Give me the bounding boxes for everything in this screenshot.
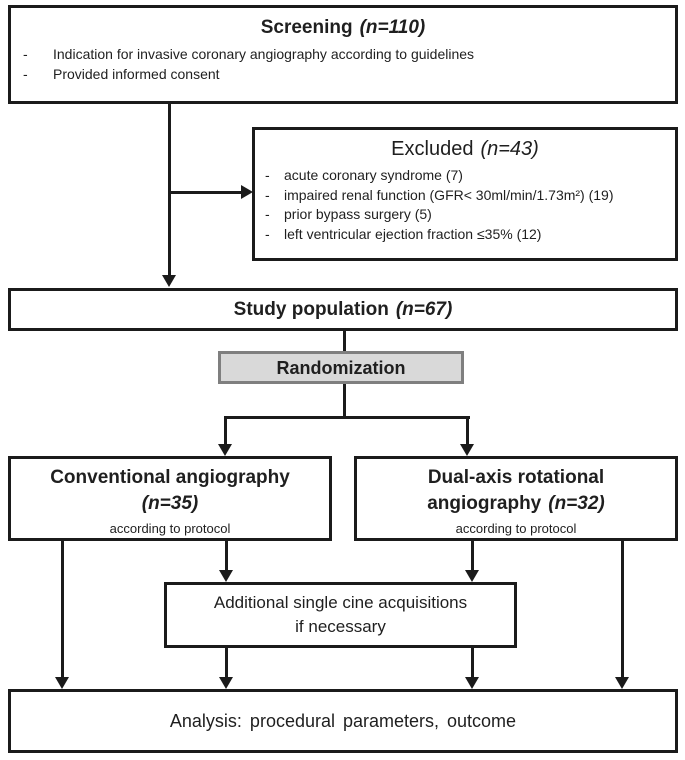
left-inner-connector-to-additional (225, 541, 228, 570)
randomization-box: Randomization (218, 351, 464, 384)
randomization-label: Randomization (276, 357, 406, 378)
excluded-title-text: Excluded (391, 138, 474, 160)
screening-n: (n=110) (359, 17, 426, 38)
connector-to-excluded (168, 191, 242, 194)
bullet-text: prior bypass surgery (5) (284, 206, 432, 222)
rotational-n: (n=32) (548, 493, 605, 514)
arrowhead-left-outer-into-analysis (55, 677, 69, 689)
additional-line1: Additional single cine acquisitions (213, 593, 468, 612)
list-item: - Indication for invasive coronary angio… (23, 45, 663, 65)
left-outer-connector (61, 541, 64, 677)
connector-randomization-down (343, 384, 346, 419)
bullet-dash: - (265, 167, 270, 183)
screening-box: Screening (n=110) - Indication for invasi… (8, 5, 678, 104)
split-horizontal-line (224, 416, 470, 419)
bullet-text: impaired renal function (GFR< 30ml/min/1… (284, 186, 614, 203)
conventional-note: according to protocol (109, 521, 231, 536)
arrowhead-into-right-arm (460, 444, 474, 456)
screening-title: Screening (n=110) (23, 15, 663, 41)
bullet-text: acute coronary syndrome (7) (284, 167, 463, 183)
right-connector-additional-to-analysis (471, 648, 474, 677)
arrowhead-into-study (162, 275, 176, 287)
bullet-dash: - (265, 225, 270, 242)
arrowhead-left-additional-into-analysis (219, 677, 233, 689)
split-right-drop (466, 416, 469, 444)
screening-bullet-list: - Indication for invasive coronary angio… (23, 45, 663, 84)
right-outer-connector (621, 541, 624, 677)
bullet-dash: - (23, 46, 28, 62)
arrowhead-into-excluded (241, 185, 253, 199)
rotational-note: according to protocol (455, 521, 577, 536)
list-item: - acute coronary syndrome (7) (265, 166, 665, 186)
list-item: - impaired renal function (GFR< 30ml/min… (265, 186, 665, 206)
rotational-title-line2: angiography (n=32) (427, 491, 605, 517)
connector-study-to-randomization (343, 331, 346, 351)
left-connector-additional-to-analysis (225, 648, 228, 677)
rotational-angiography-box: Dual-axis rotational angiography (n=32) a… (354, 456, 678, 541)
split-left-drop (224, 416, 227, 444)
arrowhead-right-additional-into-analysis (465, 677, 479, 689)
connector-screening-to-study (168, 104, 171, 276)
arrowhead-into-left-arm (218, 444, 232, 456)
arrowhead-right-into-additional (465, 570, 479, 582)
conventional-n: (n=35) (141, 493, 199, 514)
bullet-text: Indication for invasive coronary angiogr… (53, 46, 475, 62)
excluded-title: Excluded (n=43) (265, 136, 665, 162)
right-inner-connector-to-additional (471, 541, 474, 570)
bullet-dash: - (265, 206, 270, 222)
analysis-label: Analysis: procedural parameters, outcome (169, 711, 517, 731)
study-population-title: Study population (n=67) (234, 297, 453, 323)
bullet-dash: - (265, 186, 270, 203)
study-population-box: Study population (n=67) (8, 288, 678, 331)
conventional-angiography-box: Conventional angiography (n=35) accordin… (8, 456, 332, 541)
arrowhead-right-outer-into-analysis (615, 677, 629, 689)
list-item: - left ventricular ejection fraction ≤35… (265, 225, 665, 245)
rotational-title-line2-text: angiography (427, 493, 542, 514)
analysis-box: Analysis: procedural parameters, outcome (8, 689, 678, 753)
excluded-n: (n=43) (480, 138, 539, 160)
list-item: - Provided informed consent (23, 65, 663, 85)
additional-line2: if necessary (295, 617, 386, 636)
bullet-text: left ventricular ejection fraction ≤35% … (284, 225, 542, 242)
bullet-dash: - (23, 65, 28, 82)
list-item: - prior bypass surgery (5) (265, 205, 665, 225)
excluded-bullet-list: - acute coronary syndrome (7) - impaired… (265, 166, 665, 244)
conventional-title: Conventional angiography (50, 467, 290, 488)
screening-title-text: Screening (260, 17, 353, 38)
study-population-title-text: Study population (233, 298, 389, 320)
additional-acquisitions-box: Additional single cine acquisitions if n… (164, 582, 517, 648)
arrowhead-left-into-additional (219, 570, 233, 582)
additional-text: Additional single cine acquisitions if n… (214, 591, 467, 639)
study-population-n: (n=67) (395, 298, 453, 320)
rotational-title-line1: Dual-axis rotational (427, 467, 605, 488)
bullet-text: Provided informed consent (53, 65, 220, 82)
excluded-box: Excluded (n=43) - acute coronary syndrome… (252, 127, 678, 261)
